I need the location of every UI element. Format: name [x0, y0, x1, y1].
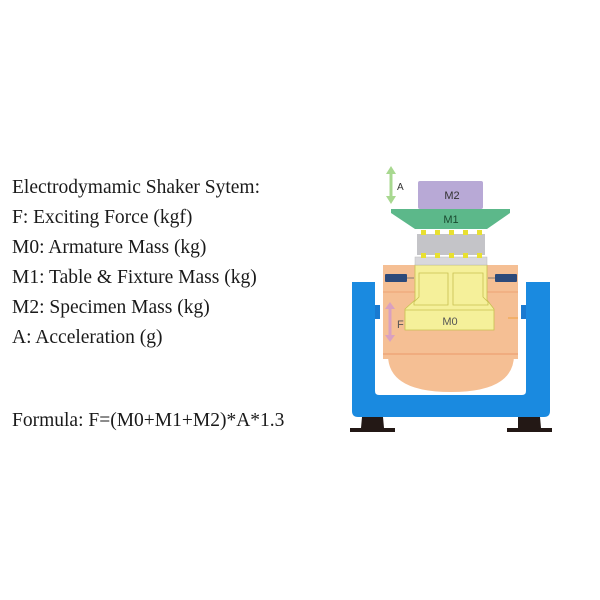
- label-m1: M1: [443, 214, 458, 226]
- legend-item-armature-mass: M0: Armature Mass (kg): [12, 237, 207, 258]
- legend-item-specimen-mass: M2: Specimen Mass (kg): [12, 297, 210, 318]
- legend-item-table-fixture-mass: M1: Table & Fixture Mass (kg): [12, 267, 257, 288]
- foot-right: [507, 417, 552, 432]
- flexure-right: [495, 274, 517, 282]
- acceleration-arrow-icon: [386, 166, 396, 204]
- label-a: A: [397, 182, 404, 193]
- trunnion-right: [521, 305, 526, 319]
- support-frame: [352, 282, 550, 417]
- force-arrow-icon: [385, 302, 395, 342]
- foot-left: [350, 417, 395, 432]
- legend: Electrodymamic Shaker Sytem: F: Exciting…: [12, 173, 260, 353]
- label-f: F: [397, 319, 404, 331]
- adapter-plate: [414, 256, 488, 266]
- legend-item-acceleration: A: Acceleration (g): [12, 327, 163, 348]
- label-m2: M2: [444, 190, 459, 202]
- bolts-upper: [421, 230, 482, 235]
- armature: [404, 264, 495, 331]
- legend-title: Electrodymamic Shaker Sytem:: [12, 177, 261, 198]
- specimen: [418, 181, 483, 209]
- body-hemisphere: [388, 355, 514, 392]
- table-fixture: [391, 209, 510, 229]
- legend-item-force: F: Exciting Force (kgf): [12, 207, 193, 228]
- label-m0: M0: [442, 316, 457, 328]
- head-expander: [417, 234, 485, 255]
- flexure-left: [385, 274, 407, 282]
- formula: Formula: F=(M0+M1+M2)*A*1.3: [12, 410, 285, 431]
- bolts-lower: [421, 253, 482, 258]
- trunnion-left: [375, 305, 380, 319]
